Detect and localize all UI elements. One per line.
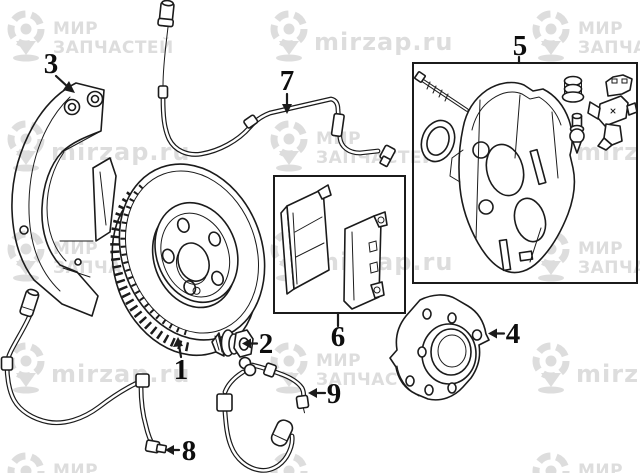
brake-pad-outer: [343, 211, 388, 310]
callout-7[interactable]: 7: [280, 65, 295, 114]
watermark-tile: mirzap.ru: [270, 452, 453, 473]
splash-shield-drawing: [11, 82, 117, 317]
watermark-domain-text: mirzap.ru: [576, 360, 640, 388]
brake-pad-inner: [280, 184, 332, 295]
watermark-tile: mirzap.ru: [7, 342, 190, 394]
caliper-guide-pin: [414, 71, 469, 112]
watermark-domain-text: mirzap.ru: [51, 360, 190, 388]
caliper-body: [449, 81, 576, 274]
watermark-brand-text: МИР: [578, 239, 623, 259]
location-pin-icon: [270, 452, 308, 473]
callout-3[interactable]: 3: [44, 48, 75, 93]
location-pin-icon: [532, 452, 570, 473]
caliper-bleeder-screw: [569, 112, 585, 154]
wear-sensor-wire-drawing: [157, 0, 396, 168]
callout-label-1[interactable]: 1: [174, 354, 189, 386]
location-pin-icon: [270, 10, 308, 62]
caliper-retainer-clip: [587, 74, 638, 151]
location-pin-icon: [7, 10, 45, 62]
watermark-brand-text: ЗАПЧАСТЕЙ: [578, 36, 640, 58]
callout-label-7[interactable]: 7: [280, 65, 295, 97]
location-pin-icon: [532, 10, 570, 62]
watermark-domain-text: mirzap.ru: [314, 28, 453, 56]
location-pin-icon: [532, 342, 570, 394]
callout-2[interactable]: 2: [242, 328, 273, 360]
caliper-seal-ring: [420, 119, 456, 163]
watermark-tile: mirzap.ru: [532, 342, 640, 394]
watermark-brand-text: ЗАПЧАСТЕЙ: [578, 256, 640, 278]
wheel-hub-drawing: [389, 294, 490, 401]
watermark-domain-text: mirzap.ru: [314, 470, 453, 473]
abs-sensor-wire-drawing: [0, 288, 168, 454]
location-pin-icon: [7, 342, 45, 394]
callout-6[interactable]: 6: [331, 311, 346, 353]
callout-label-2[interactable]: 2: [259, 328, 274, 360]
callout-label-3[interactable]: 3: [44, 48, 59, 80]
brake-disc-drawing: [110, 163, 266, 357]
brake-pads-box: [273, 175, 406, 314]
location-pin-icon: [7, 452, 45, 473]
callout-label-8[interactable]: 8: [182, 435, 197, 467]
sensor-hose-drawing: [216, 356, 310, 473]
location-pin-icon: [7, 120, 45, 172]
watermark-brand-text: МИР: [578, 19, 623, 39]
watermark-brand-text: ЗАПЧАСТЕЙ: [53, 36, 174, 58]
brake-caliper-box: [412, 62, 638, 284]
callout-1[interactable]: 1: [173, 337, 188, 386]
watermark-domain-text: mirzap.ru: [314, 248, 453, 276]
watermark-brand-text: МИР: [53, 239, 98, 259]
watermark-tile: mirzap.ru: [270, 10, 453, 62]
callout-9[interactable]: 9: [308, 378, 341, 410]
watermark-brand-text: МИР: [53, 19, 98, 39]
caliper-bleeder-cap: [561, 75, 585, 103]
callout-5[interactable]: 5: [513, 30, 528, 65]
watermark-brand-text: МИР: [316, 351, 361, 371]
watermark-brand-text: МИР: [578, 461, 623, 473]
callout-label-4[interactable]: 4: [506, 318, 521, 350]
callout-label-5[interactable]: 5: [513, 30, 528, 62]
location-pin-icon: [270, 120, 308, 172]
callout-4[interactable]: 4: [488, 318, 520, 350]
watermark-brand-text: МИР: [53, 461, 98, 473]
callout-label-6[interactable]: 6: [331, 321, 346, 353]
callout-label-9[interactable]: 9: [327, 378, 342, 410]
callout-8[interactable]: 8: [165, 435, 196, 467]
